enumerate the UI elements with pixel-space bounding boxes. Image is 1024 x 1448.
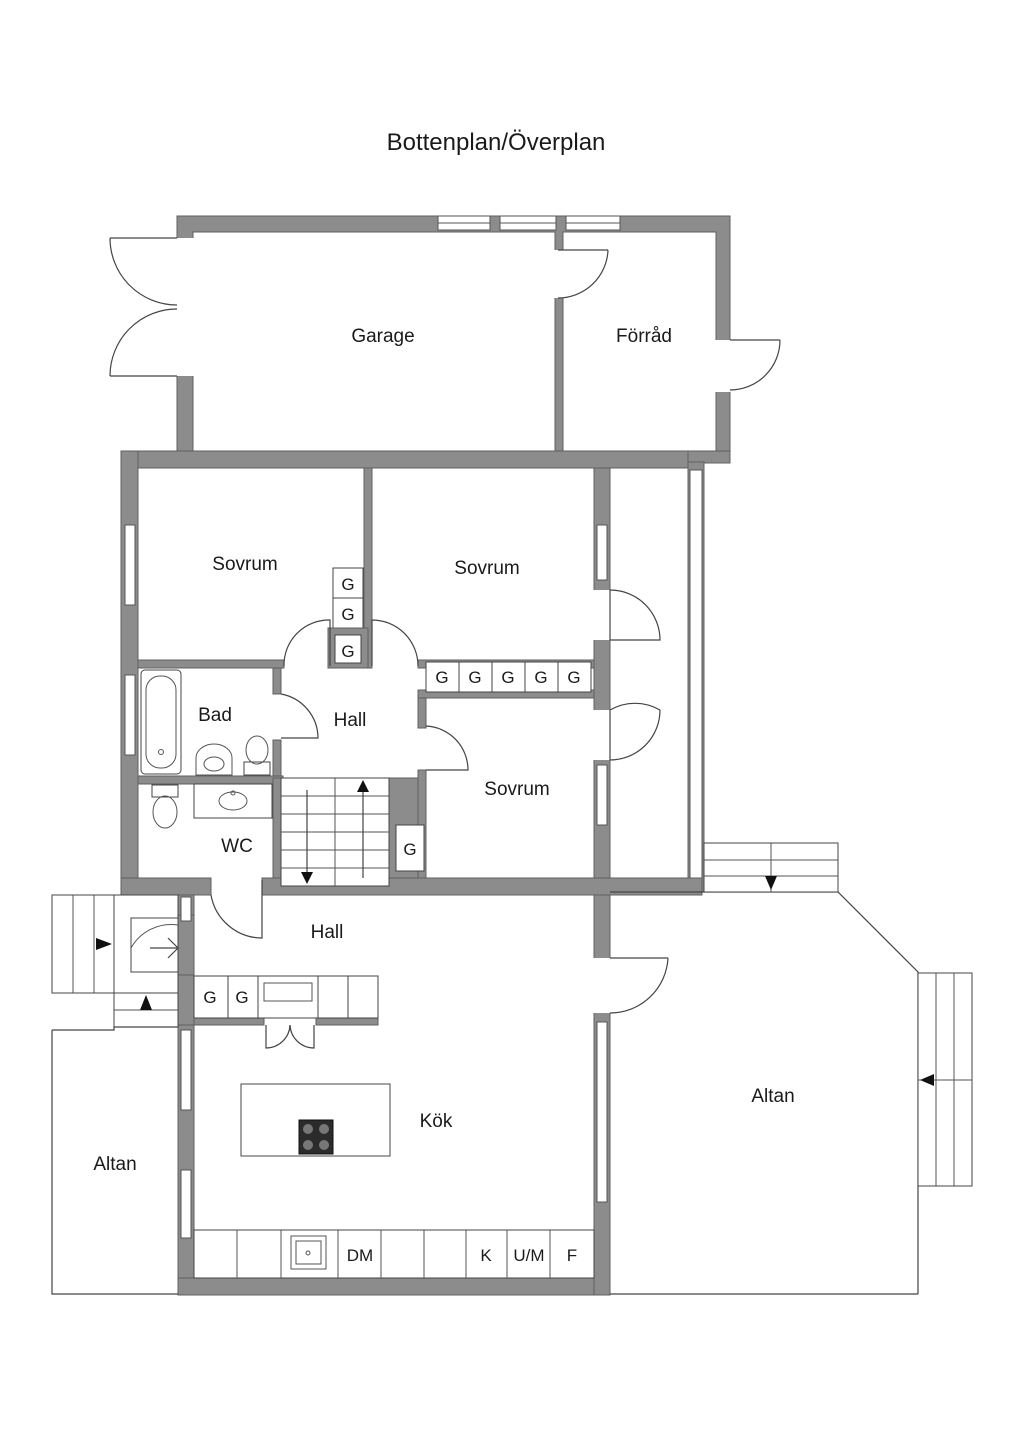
wc-toilet — [151, 784, 179, 829]
forrad-label: Förråd — [616, 326, 672, 347]
garage-block — [170, 215, 733, 463]
closet-g: G — [203, 988, 216, 1007]
kitchen-counter: DM K U/M F — [193, 1229, 595, 1279]
kok-label: Kök — [420, 1111, 453, 1132]
sovrum-2-label: Sovrum — [454, 558, 519, 579]
bad-toilet — [243, 735, 271, 776]
wc-door — [210, 880, 263, 939]
freezer-label: F — [567, 1246, 577, 1265]
closet-g: G — [341, 642, 354, 661]
bad-sink — [195, 743, 233, 776]
front-door — [130, 924, 179, 959]
altan-left-label: Altan — [93, 1154, 136, 1175]
sovrum3-door — [425, 725, 469, 771]
closet-column: G G G — [327, 567, 369, 669]
closet-g: G — [501, 668, 514, 687]
kitchen-terrace-door — [609, 957, 669, 1014]
closet-g: G — [403, 840, 416, 859]
closet-g: G — [534, 668, 547, 687]
balcony-door-1 — [609, 589, 661, 641]
forrad-inner-door — [557, 249, 609, 299]
forrad-exterior-door — [729, 339, 781, 391]
house-walls — [120, 450, 731, 1296]
closet-g: G — [567, 668, 580, 687]
kitchen-island — [240, 1083, 391, 1157]
closet-g: G — [235, 988, 248, 1007]
oven-micro-label: U/M — [513, 1246, 544, 1265]
closet-row: G G G G G — [425, 661, 592, 693]
closet-g: G — [468, 668, 481, 687]
closet-stair: G — [395, 824, 425, 872]
wc-sink — [193, 783, 273, 819]
sovrum-1-label: Sovrum — [212, 554, 277, 575]
sovrum-3-label: Sovrum — [484, 779, 549, 800]
bathtub — [140, 669, 182, 775]
bad-door — [280, 693, 319, 739]
garage-label: Garage — [351, 326, 414, 347]
staircase — [280, 777, 390, 887]
altan-right-label: Altan — [751, 1086, 794, 1107]
hall-lower-label: Hall — [311, 922, 344, 943]
dishwasher-label: DM — [347, 1246, 373, 1265]
altan-left — [51, 1026, 918, 1295]
closet-g: G — [341, 575, 354, 594]
bad-label: Bad — [198, 705, 232, 726]
closet-g: G — [435, 668, 448, 687]
plan-title: Bottenplan/Överplan — [387, 129, 606, 156]
kitchen-closets: G G — [193, 975, 379, 1019]
balcony-door-2 — [609, 702, 661, 761]
garage-double-door — [109, 237, 178, 377]
fridge-label: K — [480, 1246, 492, 1265]
pantry-double-door — [265, 1024, 315, 1049]
sovrum2-door — [371, 619, 419, 667]
hall-upper-label: Hall — [334, 710, 367, 731]
entrance-steps — [51, 894, 179, 1028]
sovrum1-door — [283, 619, 331, 667]
altan-right — [610, 842, 973, 1294]
closet-g: G — [341, 605, 354, 624]
wc-label: WC — [221, 836, 253, 857]
